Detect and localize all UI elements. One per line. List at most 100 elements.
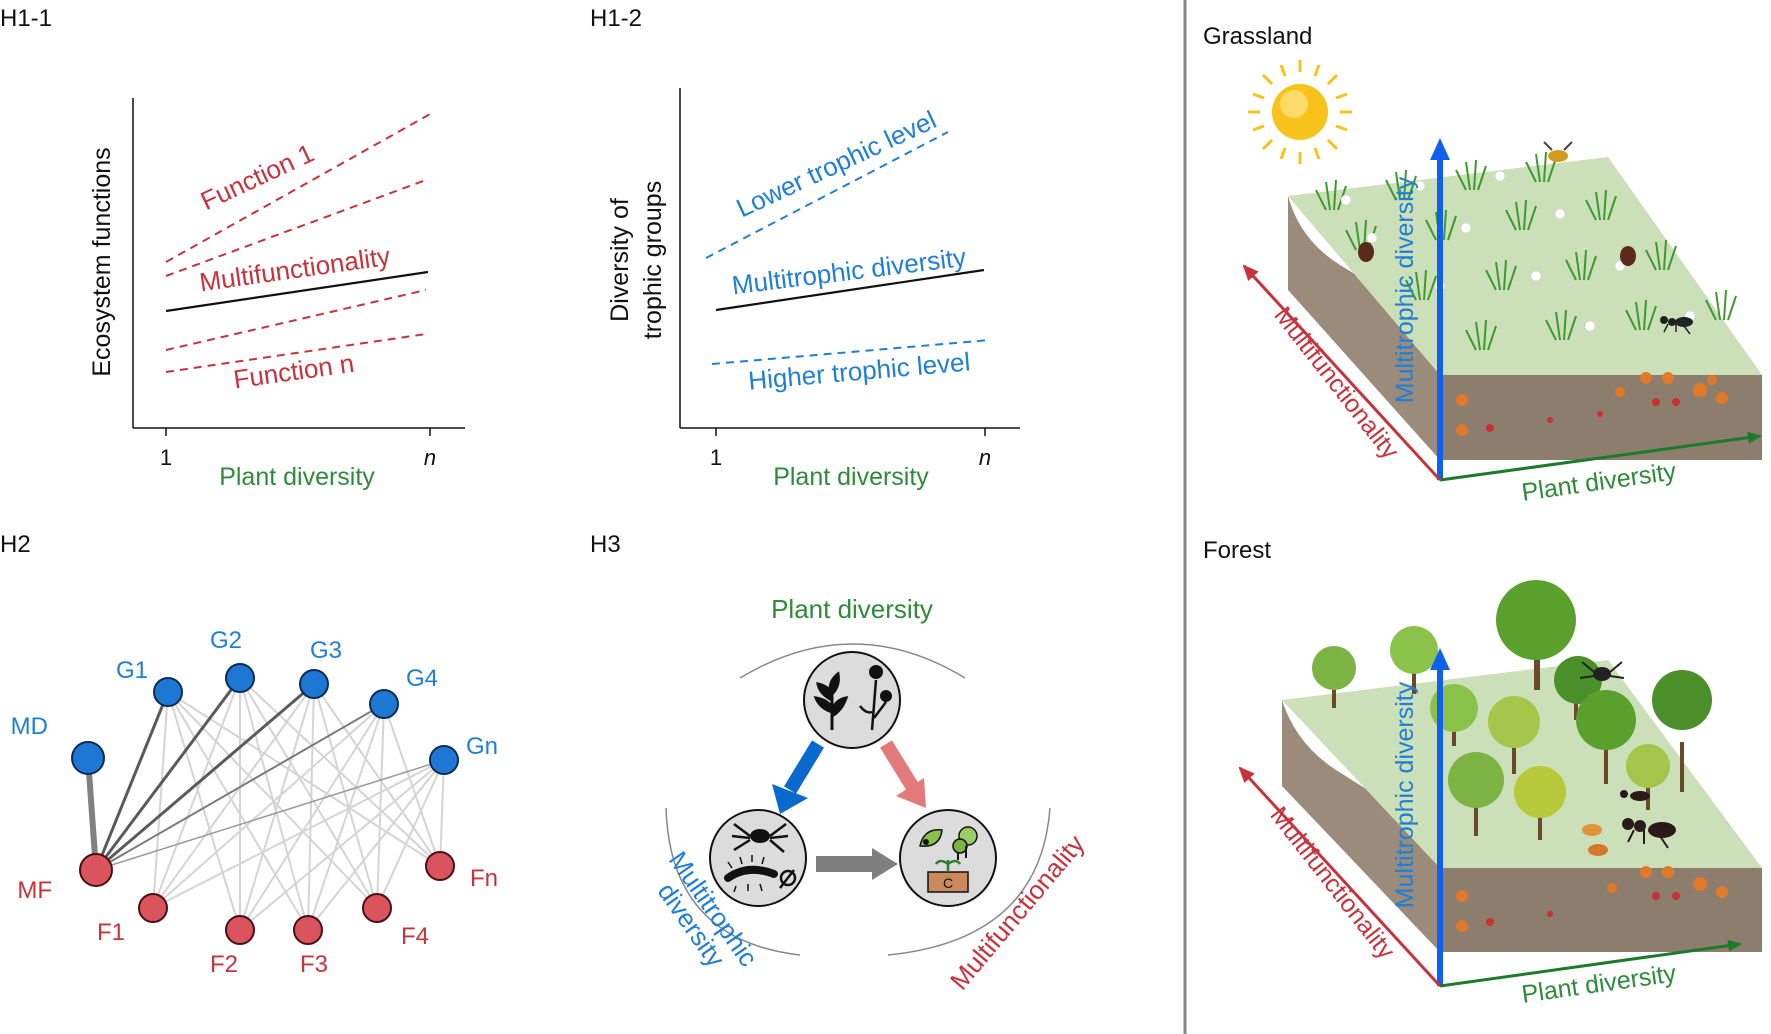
network-node-label: F2 xyxy=(210,951,238,978)
network-node-red xyxy=(225,915,255,945)
network-edge xyxy=(307,759,445,931)
lower-trophic-line xyxy=(705,131,949,259)
network-node-label: G1 xyxy=(116,657,148,684)
multifunctionality-line xyxy=(165,270,429,313)
network-edge xyxy=(376,703,385,909)
grass-icon xyxy=(1315,151,1737,351)
label-function-n: Function n xyxy=(232,348,356,395)
network-node-label: F4 xyxy=(401,923,429,950)
panel-h3: H3 Plant diversity xyxy=(590,531,1090,995)
panel-label-h1-1: H1-1 xyxy=(0,5,52,32)
network-edge-g-mf xyxy=(94,677,242,871)
network-edge xyxy=(152,691,169,909)
h3-label-plant-diversity: Plant diversity xyxy=(771,594,933,624)
arrowhead xyxy=(896,778,926,808)
network-edge-g-mf xyxy=(95,703,385,871)
network-edge xyxy=(239,683,315,931)
network-edge xyxy=(307,683,315,931)
panel-label-grassland: Grassland xyxy=(1203,23,1312,50)
network-edge xyxy=(167,691,441,867)
axis-multifunctionality xyxy=(1238,766,1442,988)
panel-label-forest: Forest xyxy=(1203,537,1271,564)
higher-trophic-line xyxy=(711,339,991,365)
network-edge xyxy=(383,703,441,867)
network-node-blue xyxy=(299,669,329,699)
network-edge xyxy=(239,759,445,931)
spider-icon xyxy=(1579,661,1625,681)
x-axis-title: Plant diversity xyxy=(219,463,375,491)
arc xyxy=(665,807,801,956)
panel-label-h2: H2 xyxy=(0,531,31,558)
network-edge xyxy=(152,703,385,909)
arrowhead xyxy=(1430,138,1450,160)
panel-h1-1: H1-1 1 n Plant diversity Ecosystem funct… xyxy=(0,5,465,491)
forest-block xyxy=(1282,580,1762,952)
label-multitrophic: Multitrophic diversity xyxy=(1391,681,1419,908)
network-node-label: F3 xyxy=(300,951,328,978)
ecosystem-function-icon: C xyxy=(899,809,997,907)
network-edge xyxy=(313,683,378,909)
network-edges xyxy=(85,677,445,931)
function-line xyxy=(165,179,427,277)
arrow-plant-to-multitrophic xyxy=(784,740,824,794)
arrow-plant-to-multifunctionality xyxy=(880,740,918,790)
network-edge xyxy=(313,683,441,867)
network-node-label: G3 xyxy=(310,637,342,664)
network-node-label: G4 xyxy=(406,665,438,692)
x-tick-label-end: n xyxy=(424,445,436,470)
label-higher-trophic: Higher trophic level xyxy=(747,346,971,395)
y-axis-title-line1: Diversity of xyxy=(606,198,634,322)
x-tick-label-end: n xyxy=(979,445,991,470)
y-axis-title-line2: trophic groups xyxy=(639,181,667,339)
function-line xyxy=(165,112,433,263)
network-node-label: F1 xyxy=(97,919,125,946)
network-node-label: MD xyxy=(11,713,48,740)
network-node-red xyxy=(362,893,392,923)
axis-multifunctionality xyxy=(1242,264,1442,482)
x-tick-label-start: 1 xyxy=(710,445,722,470)
label-multifunctionality: Multifunctionality xyxy=(197,241,392,297)
network-node-blue xyxy=(369,689,399,719)
bee-icon xyxy=(1543,141,1573,162)
panel-label-h1-2: H1-2 xyxy=(590,5,642,32)
ant-icon xyxy=(1620,790,1676,849)
network-node-label: Gn xyxy=(466,733,498,760)
network-node-blue xyxy=(225,663,255,693)
network-edge xyxy=(439,759,445,867)
label-plant-diversity: Plant diversity xyxy=(1520,959,1678,1008)
y-axis-title: Ecosystem functions xyxy=(88,147,116,376)
network-node-red xyxy=(138,893,168,923)
network-edge xyxy=(376,759,445,909)
x-tick-label-start: 1 xyxy=(160,445,172,470)
panel-label-h3: H3 xyxy=(590,531,621,558)
label-multitrophic: Multitrophic diversity xyxy=(1391,176,1419,403)
network-edge xyxy=(167,691,309,931)
network-edge xyxy=(152,759,445,909)
axis-plant-diversity xyxy=(1439,431,1762,482)
x-axis-title: Plant diversity xyxy=(773,463,929,491)
network-node-red xyxy=(293,915,323,945)
label-multitrophic: Multitrophic diversity xyxy=(730,242,967,300)
arrowhead xyxy=(1430,648,1450,670)
network-edge-g-mf xyxy=(94,691,170,871)
spider-icon xyxy=(709,809,807,907)
network-edge xyxy=(239,677,309,931)
network-edge-g-mf xyxy=(95,682,315,872)
plant-icon xyxy=(803,651,901,749)
axis-plant-diversity xyxy=(1439,939,1742,988)
label-function-1: Function 1 xyxy=(196,138,319,216)
label-lower-trophic: Lower trophic level xyxy=(732,104,941,223)
leaf-icon xyxy=(1582,824,1608,856)
network-edge xyxy=(239,703,385,931)
network-node-red xyxy=(79,853,113,887)
network-edge-md-mf xyxy=(85,757,99,871)
network-edge-g-mf xyxy=(95,759,445,871)
beetle-icon xyxy=(1358,242,1636,266)
network-node-red xyxy=(425,851,455,881)
arrowhead xyxy=(872,848,898,880)
function-line xyxy=(165,333,427,373)
ant-icon xyxy=(1660,316,1693,335)
